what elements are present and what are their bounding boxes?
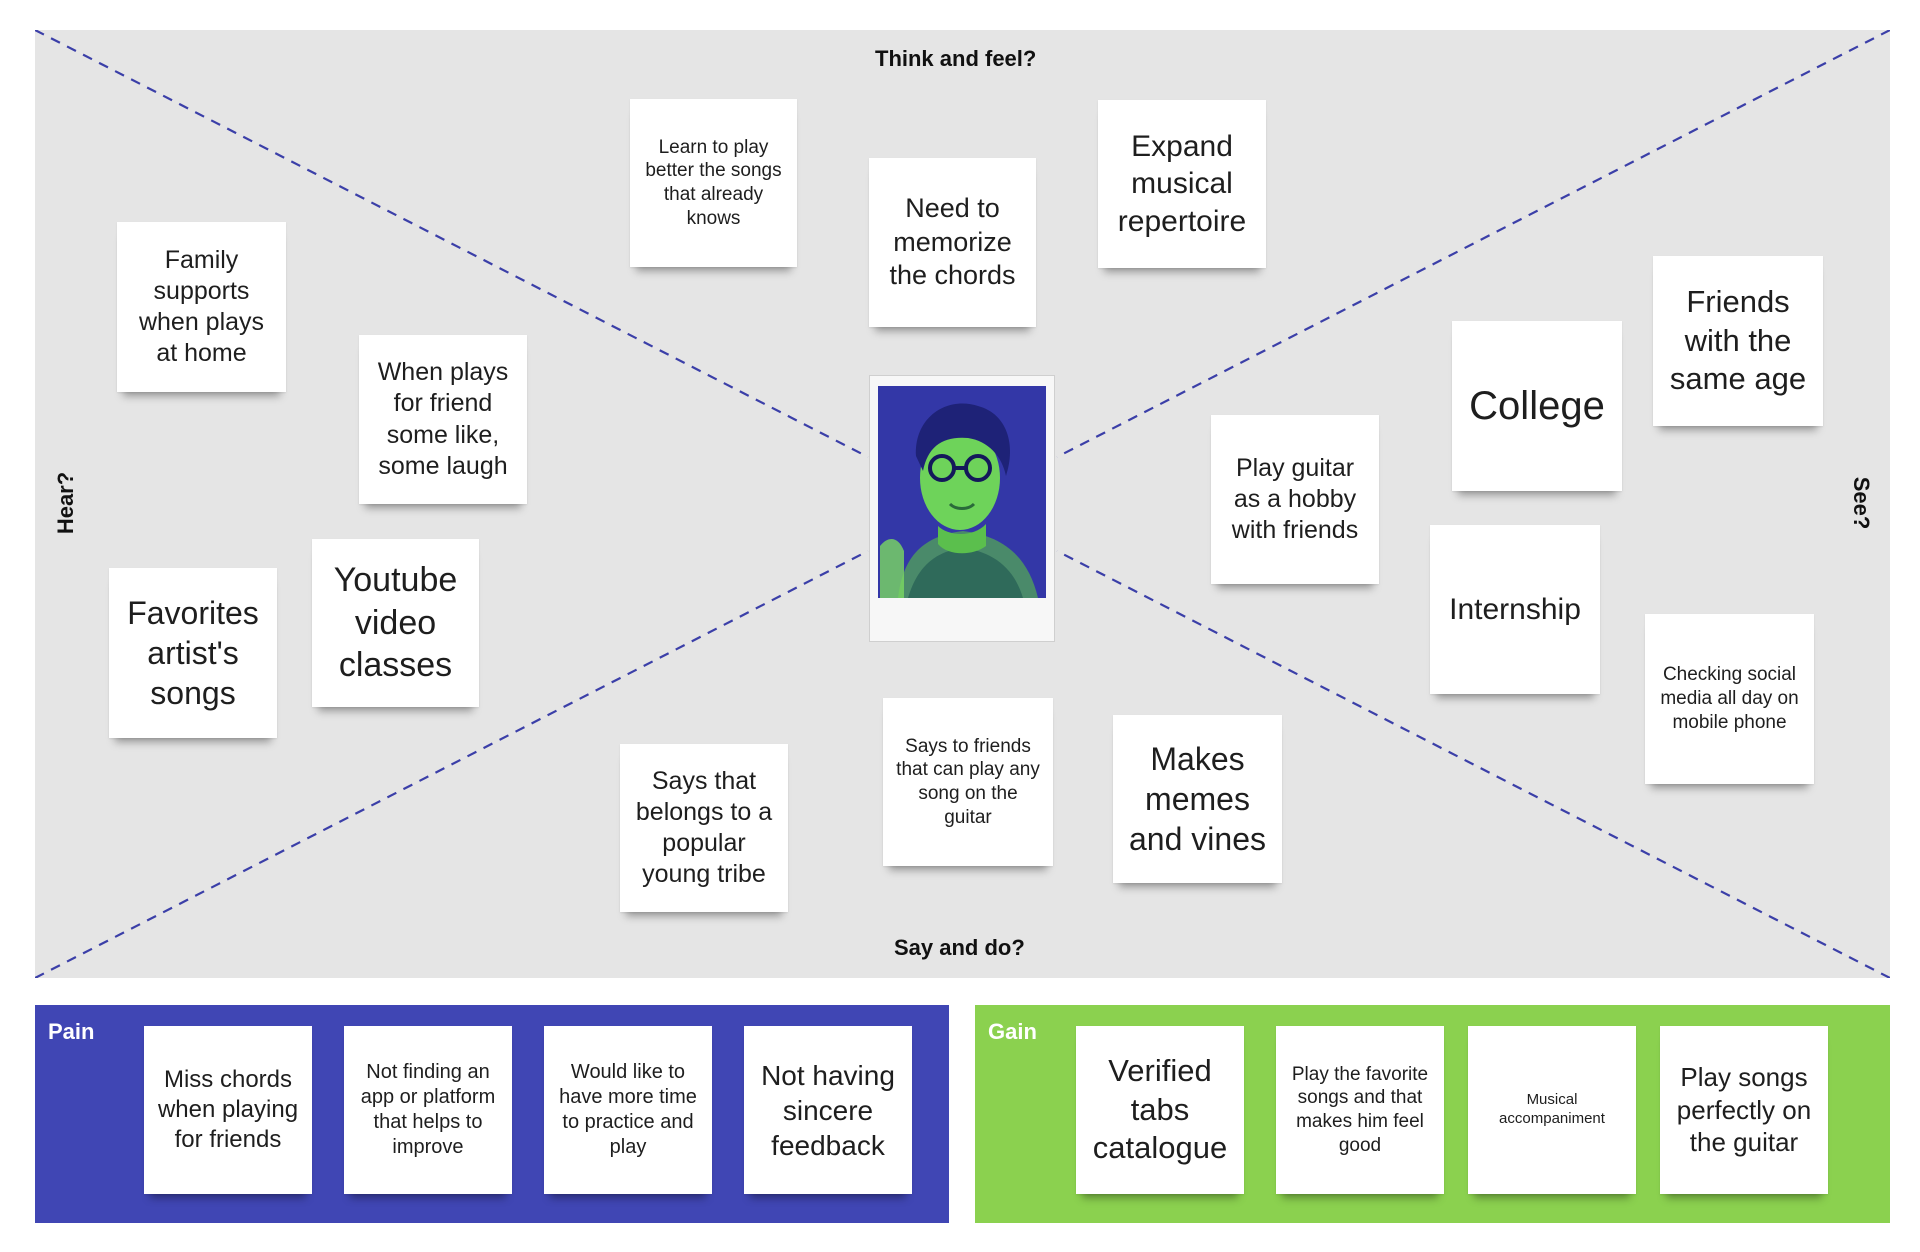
sticky-note[interactable]: Makes memes and vines [1113,715,1282,883]
sticky-note[interactable]: Expand musical repertoire [1098,100,1266,268]
sticky-note[interactable]: Verified tabs catalogue [1076,1026,1244,1194]
sticky-note[interactable]: Miss chords when playing for friends [144,1026,312,1194]
gain-section: Gain Verified tabs catalogue Play the fa… [975,1005,1890,1223]
sticky-note[interactable]: Not finding an app or platform that help… [344,1026,512,1194]
sticky-note[interactable]: Play songs perfectly on the guitar [1660,1026,1828,1194]
quadrant-label-hear: Hear? [53,471,78,535]
sticky-note[interactable]: Favorites artist's songs [109,568,277,738]
sticky-note[interactable]: College [1452,321,1622,491]
sticky-note[interactable]: When plays for friend some like, some la… [359,335,527,504]
divider-bottom-right [1056,550,1890,978]
quadrant-label-think-feel: Think and feel? [875,46,1037,71]
sticky-note[interactable]: Says to friends that can play any song o… [883,698,1053,866]
sticky-note[interactable]: Play the favorite songs and that makes h… [1276,1026,1444,1194]
person-portrait-icon [878,386,1046,598]
sticky-note[interactable]: Youtube video classes [312,539,479,707]
sticky-note[interactable]: Not having sincere feedback [744,1026,912,1194]
sticky-note[interactable]: Says that belongs to a popular young tri… [620,744,788,912]
sticky-note[interactable]: Need to memorize the chords [869,158,1036,327]
sticky-note[interactable]: Checking social media all day on mobile … [1645,614,1814,784]
sticky-note[interactable]: Friends with the same age [1653,256,1823,426]
divider-bottom-left [35,550,869,978]
sticky-note[interactable]: Internship [1430,525,1600,694]
quadrant-label-see: See? [1849,476,1874,530]
pain-section: Pain Miss chords when playing for friend… [35,1005,949,1223]
quadrant-divider-lines [35,30,1890,978]
gain-title: Gain [988,1019,1037,1044]
sticky-note[interactable]: Play guitar as a hobby with friends [1211,415,1379,584]
sticky-note[interactable]: Musical accompaniment [1468,1026,1636,1194]
pain-title: Pain [48,1019,95,1044]
persona-photo-frame [869,375,1055,642]
sticky-note[interactable]: Family supports when plays at home [117,222,286,392]
sticky-note[interactable]: Learn to play better the songs that alre… [630,99,797,267]
divider-top-right [1056,30,1890,458]
quadrant-label-say-do: Say and do? [894,935,1025,960]
sticky-note[interactable]: Would like to have more time to practice… [544,1026,712,1194]
divider-top-left [35,30,869,458]
